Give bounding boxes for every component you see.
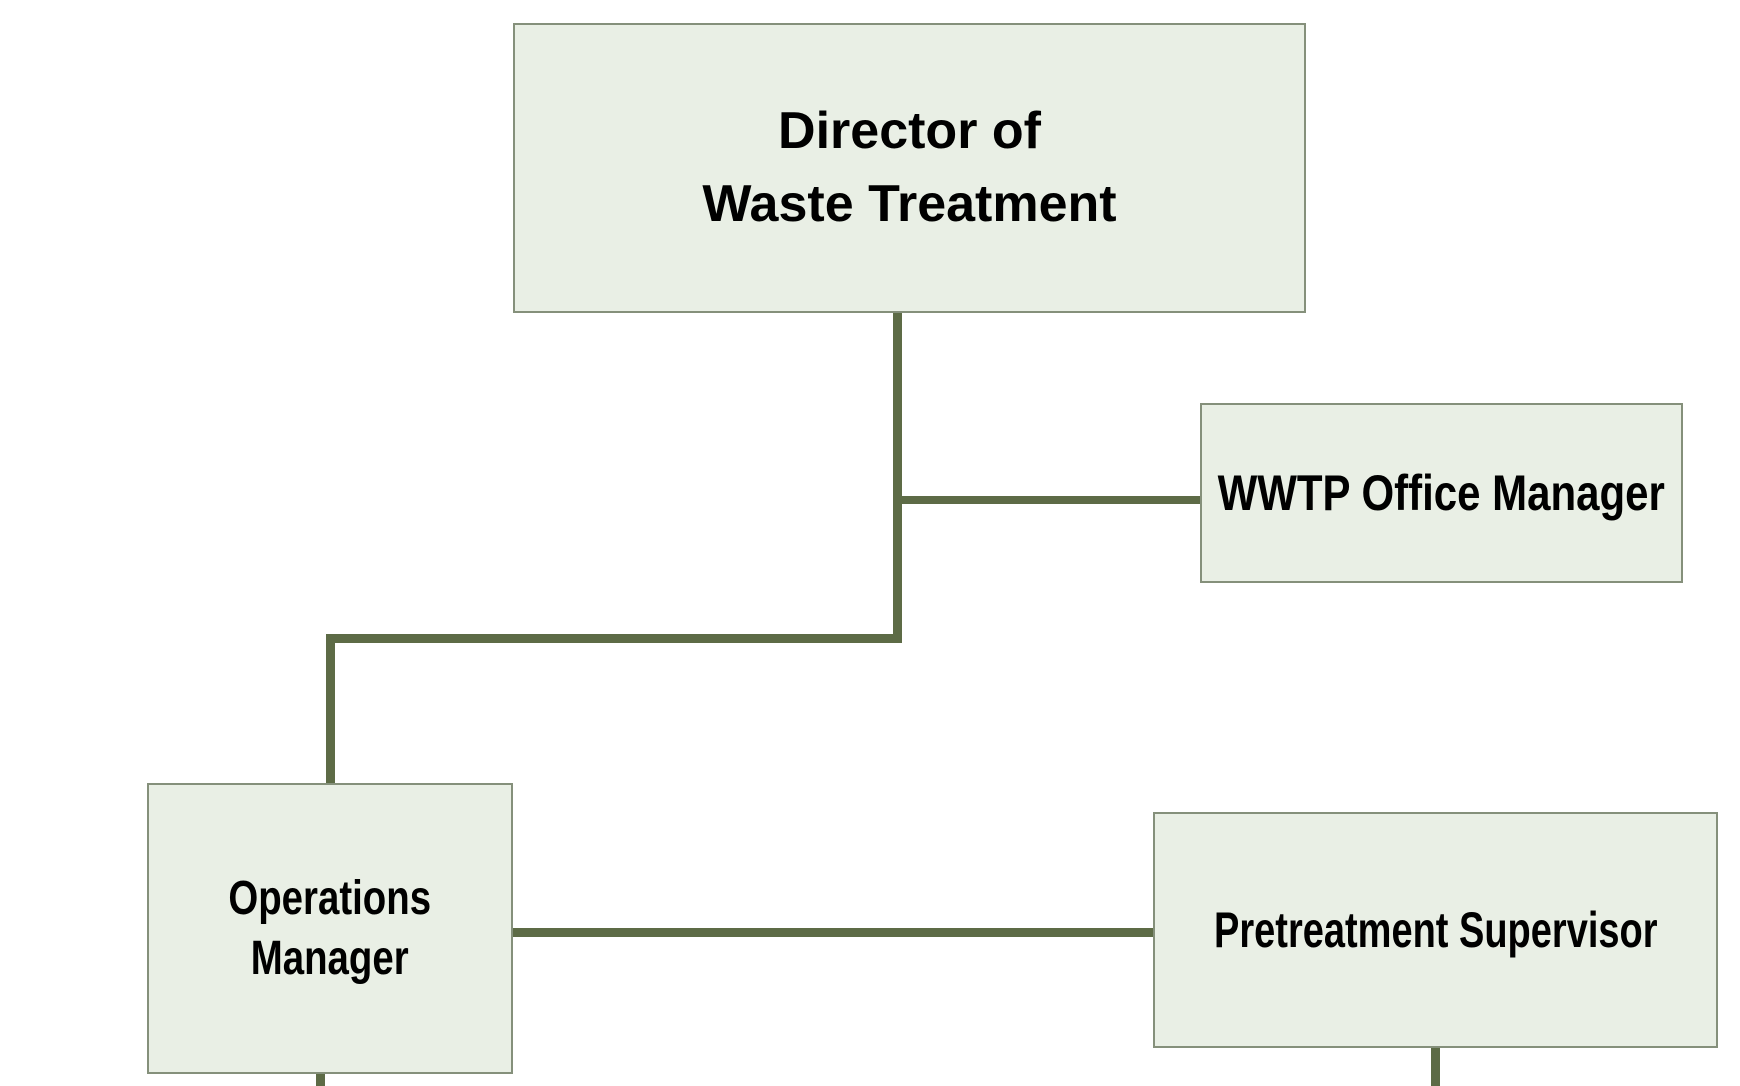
org-node-label-line: WWTP Office Manager (1217, 465, 1666, 521)
connector-operations-manager-to-pretreatment-supervisor (513, 928, 1153, 937)
connector-elbow-horizontal (326, 634, 902, 643)
org-node-label-line: Waste Treatment (702, 175, 1117, 233)
connector-elbow-down-to-operations-manager (326, 634, 335, 783)
org-node-label-line: Manager (251, 931, 409, 985)
org-node-director-of-waste-treatment: Director of Waste Treatment (513, 23, 1306, 313)
org-node-operations-manager: Operations Manager (147, 783, 513, 1074)
connector-operations-manager-stub-down (316, 1074, 325, 1086)
connector-director-down (893, 313, 902, 643)
org-node-pretreatment-supervisor: Pretreatment Supervisor (1153, 812, 1718, 1048)
connector-pretreatment-supervisor-stub-down (1431, 1048, 1440, 1086)
connector-director-to-wwtp-office-manager (893, 496, 1200, 504)
org-node-label-line: Pretreatment Supervisor (1213, 902, 1658, 958)
org-node-wwtp-office-manager: WWTP Office Manager (1200, 403, 1683, 583)
org-node-label-line: Operations (228, 871, 432, 925)
org-node-label-line: Director of (778, 102, 1041, 160)
